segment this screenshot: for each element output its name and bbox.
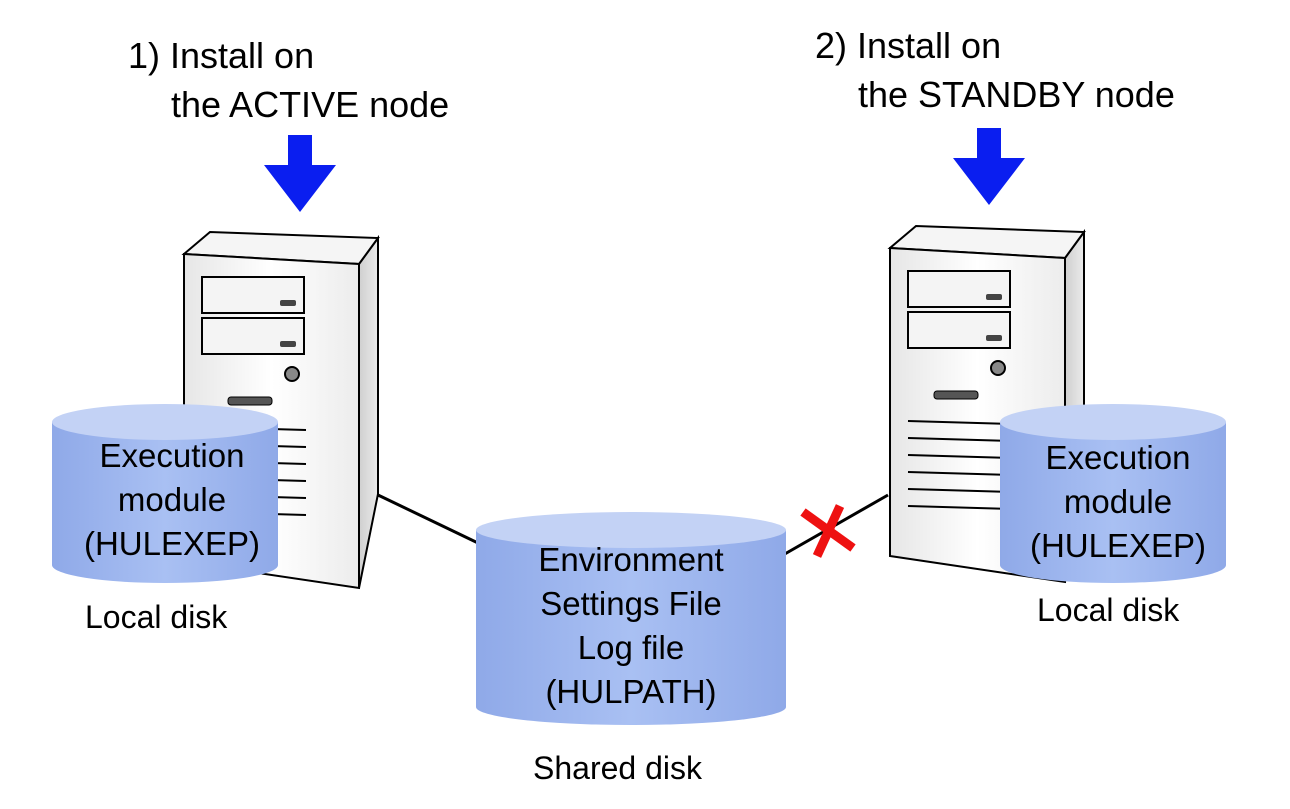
active-disk-line: Execution	[99, 437, 245, 474]
standby-disk-label: Execution module (HULEXEP)	[1000, 436, 1236, 568]
shared-disk-line: Environment	[538, 541, 724, 578]
shared-disk-line: Settings File	[540, 585, 722, 622]
active-disk-label: Execution module (HULEXEP)	[52, 434, 292, 566]
standby-disk-caption: Local disk	[1037, 592, 1180, 628]
shared-disk-label: Environment Settings File Log file (HULP…	[476, 538, 786, 714]
active-disk-line: module	[117, 481, 227, 518]
down-arrow-icon	[953, 128, 1025, 205]
down-arrow-icon	[264, 135, 336, 212]
standby-disk-line: module	[1063, 483, 1173, 520]
step-2-label: 2) Install on	[815, 25, 1002, 66]
step-1-label: 1) Install on	[128, 35, 315, 76]
active-to-shared-link	[377, 493, 479, 545]
active-disk-caption: Local disk	[85, 599, 228, 635]
active-disk-line: (HULEXEP)	[83, 525, 261, 562]
standby-disk-line: (HULEXEP)	[1029, 527, 1207, 564]
red-x-icon	[800, 504, 856, 558]
standby-local-disk-cylinder	[1000, 404, 1226, 583]
shared-disk-line: (HULPATH)	[545, 673, 717, 710]
shared-disk-cylinder	[476, 512, 786, 725]
standby-disk-line: Execution	[1045, 439, 1191, 476]
step-1-node-label: the ACTIVE node	[171, 84, 450, 125]
step-2-node-label: the STANDBY node	[858, 74, 1175, 115]
shared-disk-caption: Shared disk	[533, 750, 702, 786]
shared-disk-line: Log file	[577, 629, 685, 666]
active-local-disk-cylinder	[52, 404, 278, 583]
